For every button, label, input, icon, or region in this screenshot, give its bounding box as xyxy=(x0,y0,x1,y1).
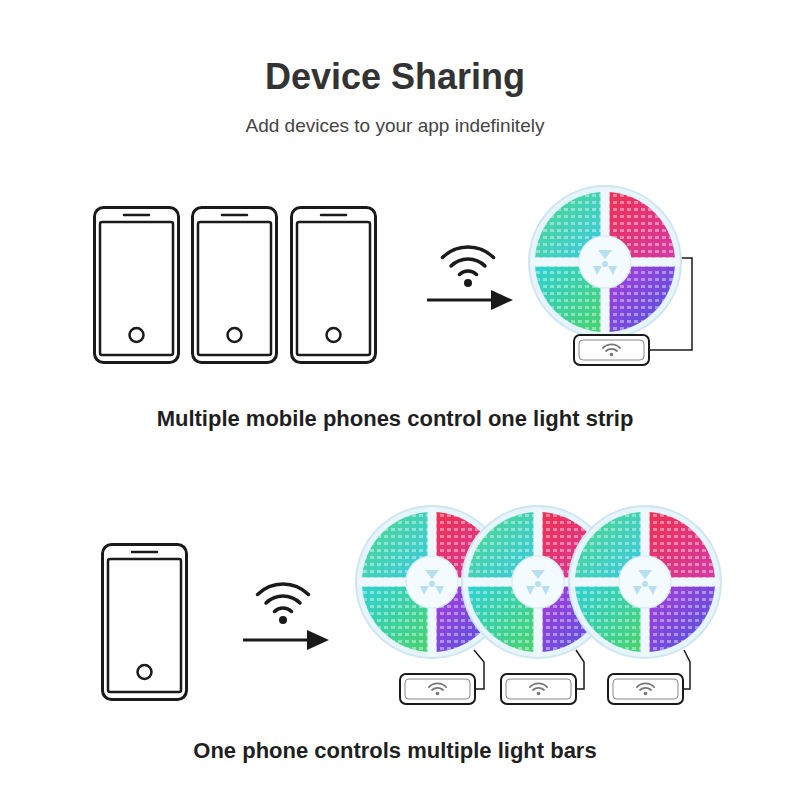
wifi-symbol xyxy=(443,247,494,287)
caption-text: Multiple mobile phones control one light… xyxy=(0,406,790,432)
phone-icon xyxy=(103,545,187,700)
wire xyxy=(576,650,584,689)
controller-box xyxy=(501,674,576,704)
controller-box xyxy=(608,674,683,704)
controller-box xyxy=(400,674,475,704)
caption-text: One phone controls multiple light bars xyxy=(0,738,790,764)
phone-icon xyxy=(95,208,179,363)
phone-icon xyxy=(292,208,376,363)
light-strip-reel xyxy=(529,186,681,338)
title: Device Sharing xyxy=(0,56,790,98)
arrow-symbol xyxy=(427,290,513,310)
phone-icon xyxy=(193,208,277,363)
subtitle: Add devices to your app indefinitely xyxy=(0,115,790,137)
controller-box xyxy=(574,335,649,365)
light-strip-reel xyxy=(569,506,721,658)
wifi-symbol xyxy=(258,584,309,624)
wire xyxy=(684,650,690,689)
arrow-symbol xyxy=(243,630,329,650)
